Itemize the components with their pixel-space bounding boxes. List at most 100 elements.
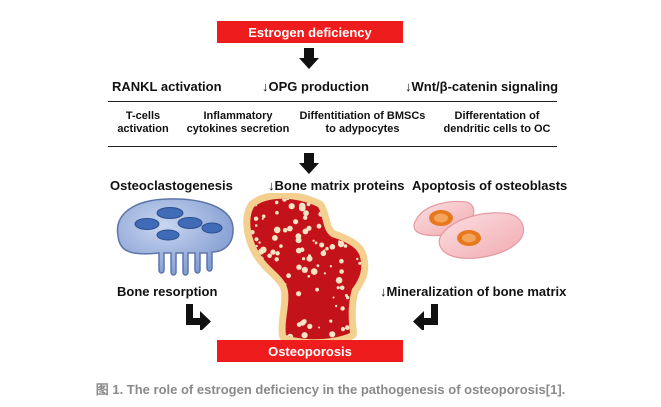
bone-pore xyxy=(358,330,362,335)
bone-pore xyxy=(255,268,259,272)
bone-pore xyxy=(261,217,264,220)
bone-pore xyxy=(303,319,307,322)
bone-pore xyxy=(372,258,375,261)
osteoclastogenesis-label: Osteoclastogenesis xyxy=(110,178,233,193)
bone-pore xyxy=(312,239,315,242)
bone-pore xyxy=(372,289,375,292)
bone-pore xyxy=(253,327,257,331)
bone-pore xyxy=(306,225,312,231)
bone-pore xyxy=(328,203,333,209)
bone-pore xyxy=(261,214,266,219)
bone-pore xyxy=(341,202,346,207)
bone-pore xyxy=(301,332,308,339)
bone-pore xyxy=(336,286,340,290)
bone-pore xyxy=(356,257,359,261)
bone-pore xyxy=(286,198,290,201)
bone-pore xyxy=(303,210,309,216)
bone-pore xyxy=(328,213,332,217)
bone-pore xyxy=(275,251,280,256)
bone-pore xyxy=(301,266,308,273)
bone-pore xyxy=(307,257,312,262)
bone-pore xyxy=(287,225,293,232)
bone-pore xyxy=(329,244,336,250)
bone-pore xyxy=(263,325,269,331)
bone-pore xyxy=(360,232,362,235)
bone-pore xyxy=(298,202,306,210)
bone-pore xyxy=(344,294,348,297)
bone-pore xyxy=(367,240,371,244)
bone-pore xyxy=(264,308,270,313)
bone-matrix-proteins-label: ↓Bone matrix proteins xyxy=(268,178,405,193)
opg-production-label: ↓OPG production xyxy=(262,79,369,94)
bone-pore xyxy=(331,217,335,221)
wnt-signaling-label: ↓Wnt/β-catenin signaling xyxy=(405,79,559,94)
bone-pore xyxy=(316,264,320,268)
porous-bone-illustration xyxy=(243,193,375,343)
bone-pore xyxy=(274,301,278,304)
bone-pore xyxy=(273,300,277,304)
bone-pore xyxy=(274,200,279,205)
bone-pore xyxy=(351,219,355,223)
bone-pore xyxy=(296,291,302,297)
bone-pore xyxy=(319,242,325,248)
bone-pore xyxy=(329,265,333,268)
bone-pore xyxy=(254,224,258,227)
bone-pore xyxy=(315,287,319,292)
bone-pore xyxy=(323,272,326,275)
bone-pore xyxy=(282,227,288,233)
bone-pore xyxy=(250,327,255,335)
bone-pore xyxy=(323,249,326,252)
bone-pore xyxy=(345,325,350,330)
bone-pore xyxy=(335,277,343,284)
bone-pore xyxy=(368,282,372,286)
rankl-activation-label: RANKL activation xyxy=(112,79,222,94)
bone-pore xyxy=(307,323,313,329)
bone-pore xyxy=(279,244,283,248)
bone-pore xyxy=(243,334,248,339)
bone-pore xyxy=(340,306,345,311)
bone-pore xyxy=(258,322,264,328)
bone-pore xyxy=(267,253,272,259)
bone-pore xyxy=(369,269,371,271)
bone-pore xyxy=(295,237,302,244)
bent-arrow-right-icon xyxy=(186,304,211,330)
bone-pore xyxy=(334,304,338,308)
figure-caption: 图 1. The role of estrogen deficiency in … xyxy=(95,382,566,397)
bone-pore xyxy=(243,264,247,268)
bone-pore xyxy=(296,322,302,327)
osteoporosis-box: Osteoporosis xyxy=(217,340,403,362)
bone-pore xyxy=(308,254,311,258)
bone-pore xyxy=(360,208,362,213)
bone-pore xyxy=(296,264,302,270)
bone-pore xyxy=(367,308,373,314)
bone-pore xyxy=(252,320,258,325)
osteoporosis-label: Osteoporosis xyxy=(268,343,352,359)
bone-pore xyxy=(295,247,302,254)
bone-pore xyxy=(293,219,299,225)
estrogen-deficiency-box: Estrogen deficiency xyxy=(217,21,403,43)
bone-pore xyxy=(351,218,355,221)
bone-pore xyxy=(275,210,279,215)
bone-pore xyxy=(244,245,249,250)
bone-pore xyxy=(310,268,318,275)
osteoblast-illustration xyxy=(413,200,525,259)
bone-pore xyxy=(339,269,344,274)
osteoclast-illustration xyxy=(116,198,234,276)
bone-pore xyxy=(358,261,362,265)
bone-pore xyxy=(250,271,251,275)
bone-pore xyxy=(258,297,265,304)
bone-pore xyxy=(274,291,277,294)
bone-pore xyxy=(282,198,287,202)
osteoblast-apoptosis-label: Apoptosis of osteoblasts xyxy=(412,178,568,193)
estrogen-deficiency-label: Estrogen deficiency xyxy=(248,24,372,40)
bone-pore xyxy=(288,203,295,210)
bone-pore xyxy=(273,226,281,234)
bone-pore xyxy=(332,296,335,299)
bent-arrow-left-icon xyxy=(413,304,438,330)
bone-pore xyxy=(254,237,259,242)
bone-pore xyxy=(258,241,261,244)
